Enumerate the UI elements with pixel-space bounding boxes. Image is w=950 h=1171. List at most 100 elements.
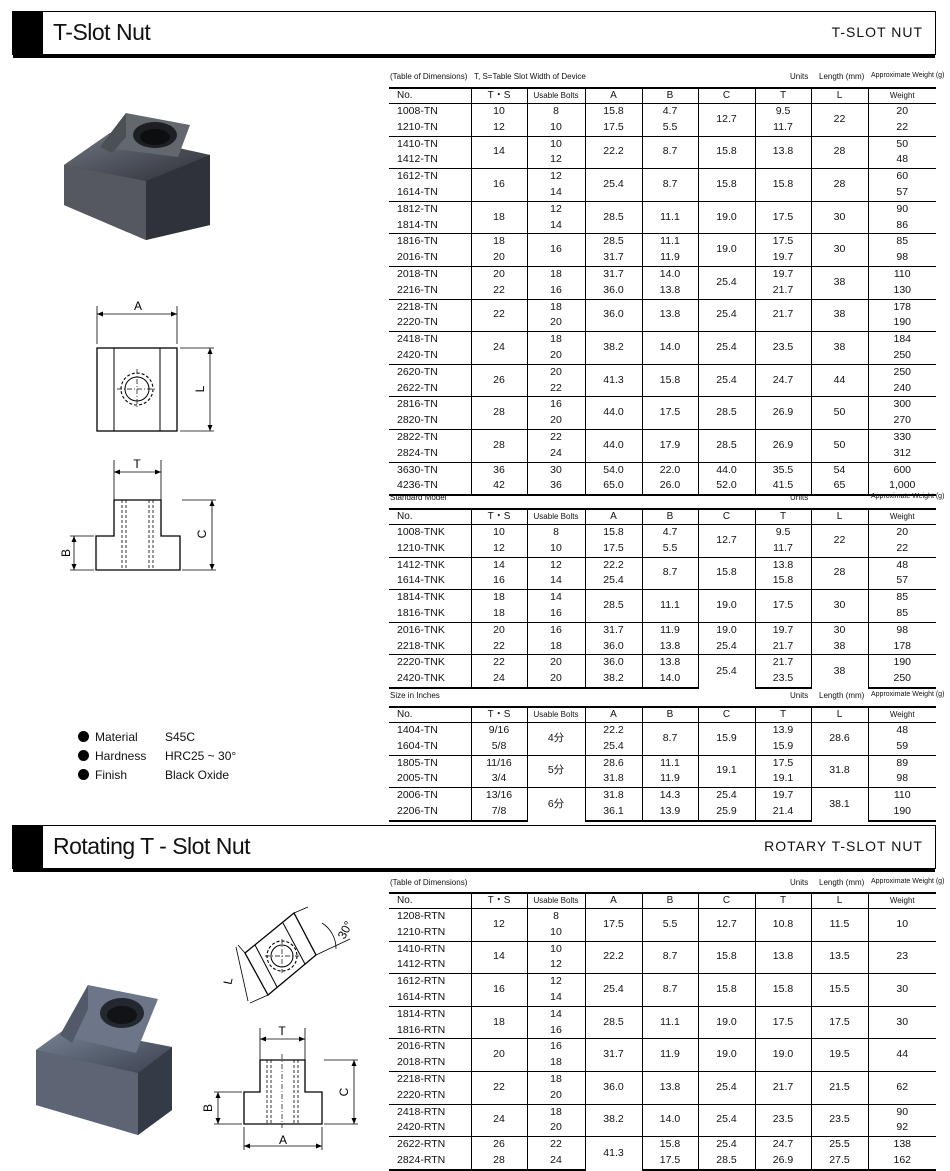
cell-a: 17.5 — [584, 119, 642, 137]
cell-b: 11.1 — [641, 233, 698, 251]
cell-w: 23 — [867, 940, 936, 974]
cell-t: 21.7 — [754, 282, 811, 300]
column-header: T — [754, 892, 811, 909]
cell-w: 20 — [867, 524, 936, 541]
column-header: B — [641, 87, 698, 104]
cell-ts: 26 — [470, 363, 527, 397]
cell-c: 25.4 — [697, 1136, 755, 1153]
column-header: No. — [389, 892, 471, 909]
tslot-nut-photo — [64, 113, 210, 240]
cell-bolts: 18 — [526, 298, 585, 316]
cell-b: 11.1 — [641, 589, 698, 623]
header-accent-bar — [13, 826, 43, 868]
cell-c: 12.7 — [697, 103, 755, 137]
cell-bolts: 24 — [526, 1152, 585, 1171]
cell-w: 48 — [867, 152, 936, 169]
cell-t: 19.7 — [754, 621, 811, 639]
weight-unit-label: Approximate Weight (g) — [871, 691, 945, 698]
cell-w: 110 — [867, 787, 936, 804]
cell-b: 11.1 — [641, 200, 698, 234]
cell-w: 30 — [867, 1005, 936, 1039]
cell-ts: 26 — [470, 1136, 527, 1153]
cell-t: 24.7 — [754, 363, 811, 397]
cell-w: 30 — [867, 973, 936, 1007]
column-header: Usable Bolts — [526, 508, 585, 525]
cell-c: 25.4 — [697, 298, 755, 332]
cell-l: 28 — [810, 135, 868, 169]
cell-w: 130 — [867, 282, 936, 300]
cell-ts: 5/8 — [470, 738, 527, 756]
cell-a: 31.7 — [584, 1038, 642, 1072]
cell-no: 1816-RTN — [397, 1023, 446, 1036]
cell-ts: 10 — [470, 524, 527, 541]
weight-unit-label: Approximate Weight (g) — [871, 493, 945, 500]
cell-t: 26.9 — [754, 1152, 811, 1171]
cell-l: 28.6 — [810, 722, 868, 756]
cell-b: 4.7 — [641, 103, 698, 120]
cell-b: 17.5 — [641, 396, 698, 430]
cell-no: 1812-TN — [389, 200, 471, 218]
column-header: C — [697, 87, 755, 104]
column-header: Usable Bolts — [526, 892, 585, 909]
bullet-icon — [78, 769, 89, 780]
cell-no: 1410-RTN — [389, 940, 471, 958]
cell-b: 8.7 — [641, 168, 698, 202]
cell-w: 22 — [867, 540, 936, 558]
cell-no: 2820-TN — [397, 414, 438, 427]
cell-ts: 12 — [470, 908, 527, 942]
cell-a: 25.4 — [584, 168, 642, 202]
cell-no: 1404-TN — [397, 724, 438, 736]
cell-a: 36.0 — [584, 298, 642, 332]
cell-no: 1604-TN — [397, 739, 438, 752]
cell-t: 41.5 — [754, 478, 811, 497]
column-header: L — [810, 892, 868, 909]
cell-c: 25.4 — [697, 787, 755, 804]
cell-ts: 22 — [470, 654, 527, 672]
cell-b: 14.0 — [641, 331, 698, 365]
rotating-top-view-diagram: 30° L — [220, 906, 356, 1004]
cell-w: 190 — [867, 803, 936, 822]
cell-ts: 22 — [470, 298, 527, 332]
cell-no: 1612-RTN — [389, 973, 471, 990]
column-header: Usable Bolts — [526, 87, 585, 104]
cell-no: 1210-TNK — [397, 541, 445, 554]
cell-ts: 9/16 — [470, 722, 527, 739]
cell-w: 85 — [867, 605, 936, 623]
cell-b: 4.7 — [641, 524, 698, 541]
cell-a: 36.0 — [584, 638, 642, 655]
cell-w: 270 — [867, 413, 936, 430]
cell-ts: 12 — [470, 540, 527, 558]
cell-bolts: 18 — [526, 1070, 585, 1088]
cell-b: 5.5 — [641, 908, 698, 942]
cell-l: 38 — [810, 331, 868, 365]
cell-l: 50 — [810, 396, 868, 430]
cell-c: 25.4 — [697, 1070, 755, 1105]
cell-b: 14.0 — [641, 265, 698, 283]
bullet-icon — [78, 731, 89, 742]
cell-no: 1816-TN — [389, 233, 471, 251]
cell-b: 11.1 — [641, 1005, 698, 1039]
column-header: C — [697, 508, 755, 525]
column-header: Weight — [867, 508, 936, 525]
cell-bolts: 22 — [526, 428, 585, 446]
cell-w: 10 — [867, 908, 936, 942]
cell-a: 28.6 — [584, 754, 642, 772]
cell-t: 21.4 — [754, 803, 811, 822]
cell-w: 138 — [867, 1136, 936, 1153]
cell-l: 25.5 — [810, 1136, 868, 1153]
cell-a: 28.5 — [584, 589, 642, 623]
cell-bolts: 8 — [526, 908, 585, 925]
cell-a: 22.2 — [584, 722, 642, 739]
cell-w: 89 — [867, 754, 936, 772]
cell-no: 2016-TN — [397, 251, 438, 264]
